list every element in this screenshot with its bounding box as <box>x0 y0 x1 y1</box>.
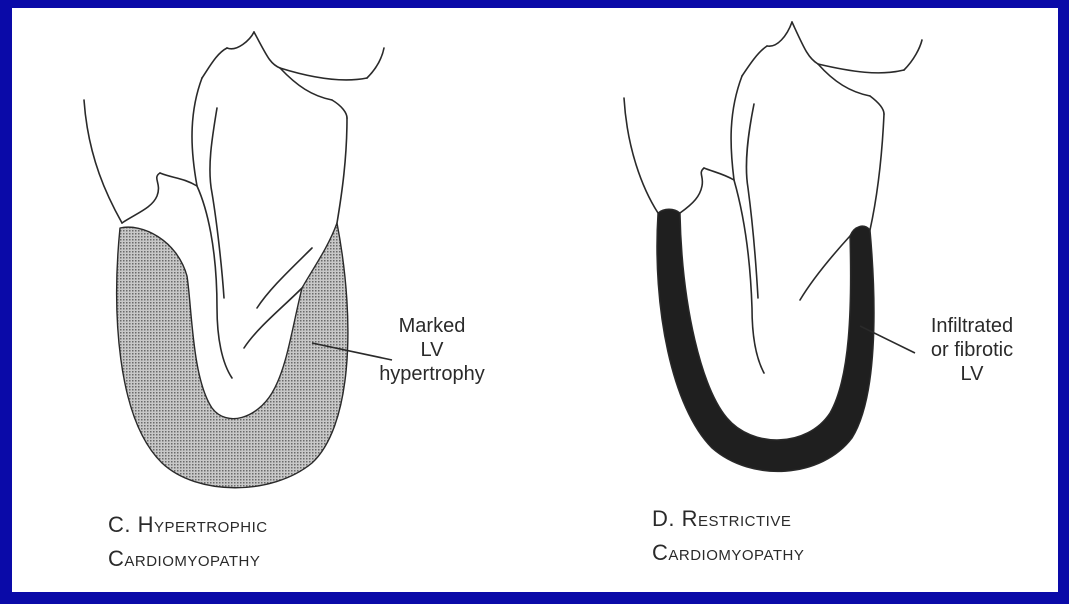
caption-hypertrophic-line2: Cardiomyopathy <box>108 546 261 571</box>
caption-restrictive-line2: Cardiomyopathy <box>652 540 805 565</box>
heart-restrictive <box>623 21 923 473</box>
caption-hypertrophic-line1: C. Hypertrophic <box>108 512 268 537</box>
lv-wall-restrictive <box>656 208 875 473</box>
heart-outline <box>623 97 659 214</box>
annotation-hypertrophic: Marked LV hypertrophy <box>379 315 485 385</box>
heart-outline <box>83 99 123 224</box>
lv-wall-hypertrophic <box>116 222 349 489</box>
caption-restrictive-line1: D. Restrictive <box>652 506 792 531</box>
cardiomyopathy-diagram <box>83 21 923 489</box>
leader-line-restrictive <box>859 325 916 354</box>
leader-line-hypertrophic <box>311 342 393 361</box>
annotation-restrictive: Infiltrated or fibrotic LV <box>930 315 1014 385</box>
caption-restrictive: D. Restrictive Cardiomyopathy <box>652 502 804 570</box>
caption-hypertrophic: C. Hypertrophic Cardiomyopathy <box>108 508 268 576</box>
heart-hypertrophic <box>83 31 385 489</box>
figure-panel: Marked LV hypertrophy Infiltrated or fib… <box>12 8 1058 592</box>
